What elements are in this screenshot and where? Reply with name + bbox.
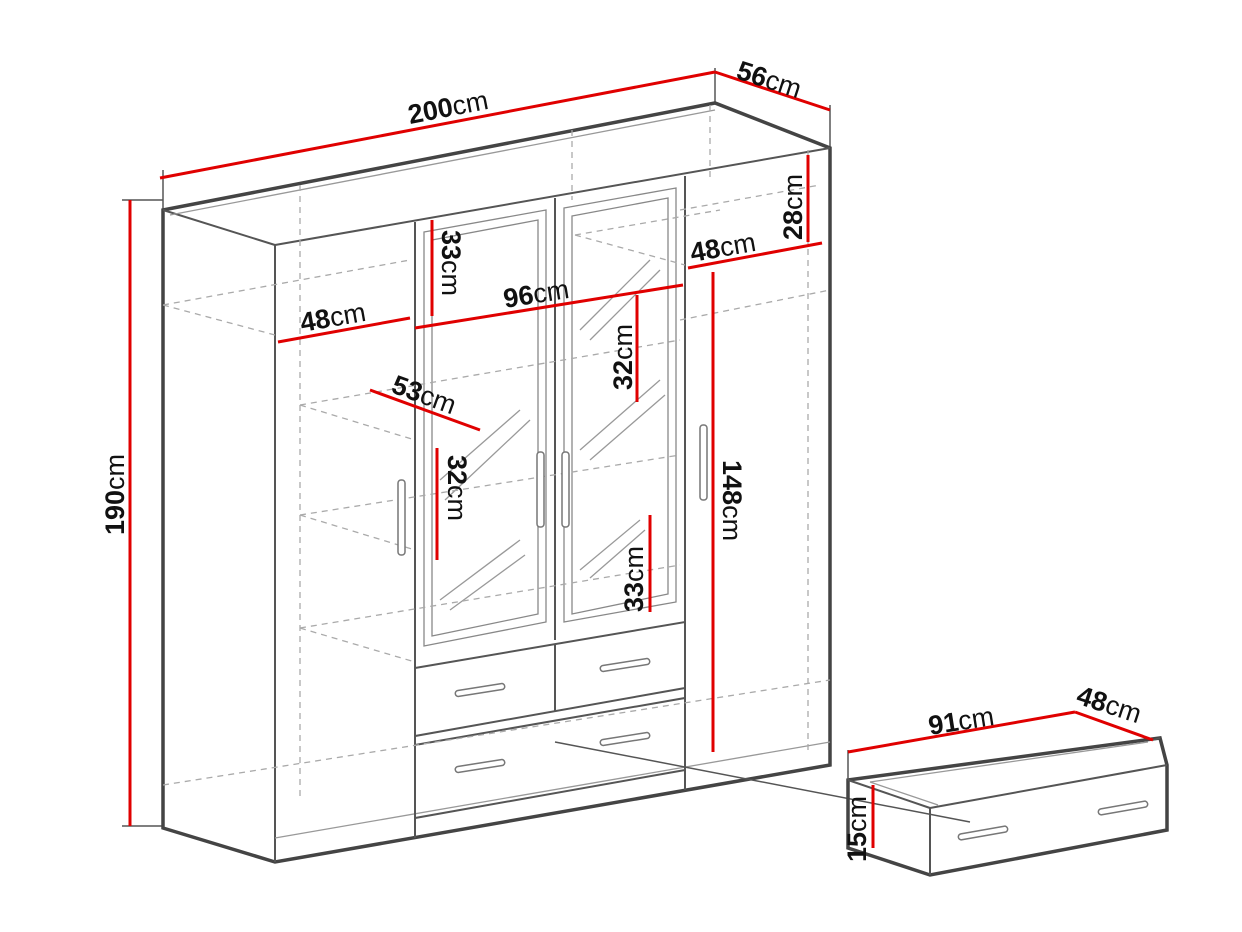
dim-label-left-shelf-depth: 48cm [298, 297, 368, 338]
dim-label-top-right-shelf-depth: 48cm [688, 227, 758, 268]
dim-label-center-top-height: 33cm [436, 230, 466, 296]
dimension-lines [128, 70, 1154, 848]
dim-label-center-left-height: 32cm [442, 455, 472, 521]
dim-label-center-width: 96cm [501, 274, 571, 314]
dim-label-total-depth: 56cm [733, 55, 805, 104]
wardrobe-body [161, 101, 971, 864]
extension-lines [122, 68, 831, 827]
dim-label-center-right-height: 32cm [608, 324, 638, 390]
dim-label-drawer-height: 15cm [842, 796, 872, 862]
dim-label-drawer-width: 91cm [926, 701, 996, 741]
dim-label-top-right-shelf-height: 28cm [778, 174, 808, 240]
dim-label-center-bottom-height: 33cm [619, 546, 649, 612]
dim-label-right-hanging-height: 148cm [717, 460, 747, 541]
drawer-detail [846, 736, 1169, 877]
dim-label-drawer-depth: 48cm [1073, 680, 1145, 729]
dim-label-total-width: 200cm [405, 85, 490, 130]
dim-label-total-height: 190cm [100, 454, 130, 535]
dimension-labels: 200cm 56cm 190cm 28cm 48cm 33cm 96cm 48c… [100, 55, 1145, 862]
